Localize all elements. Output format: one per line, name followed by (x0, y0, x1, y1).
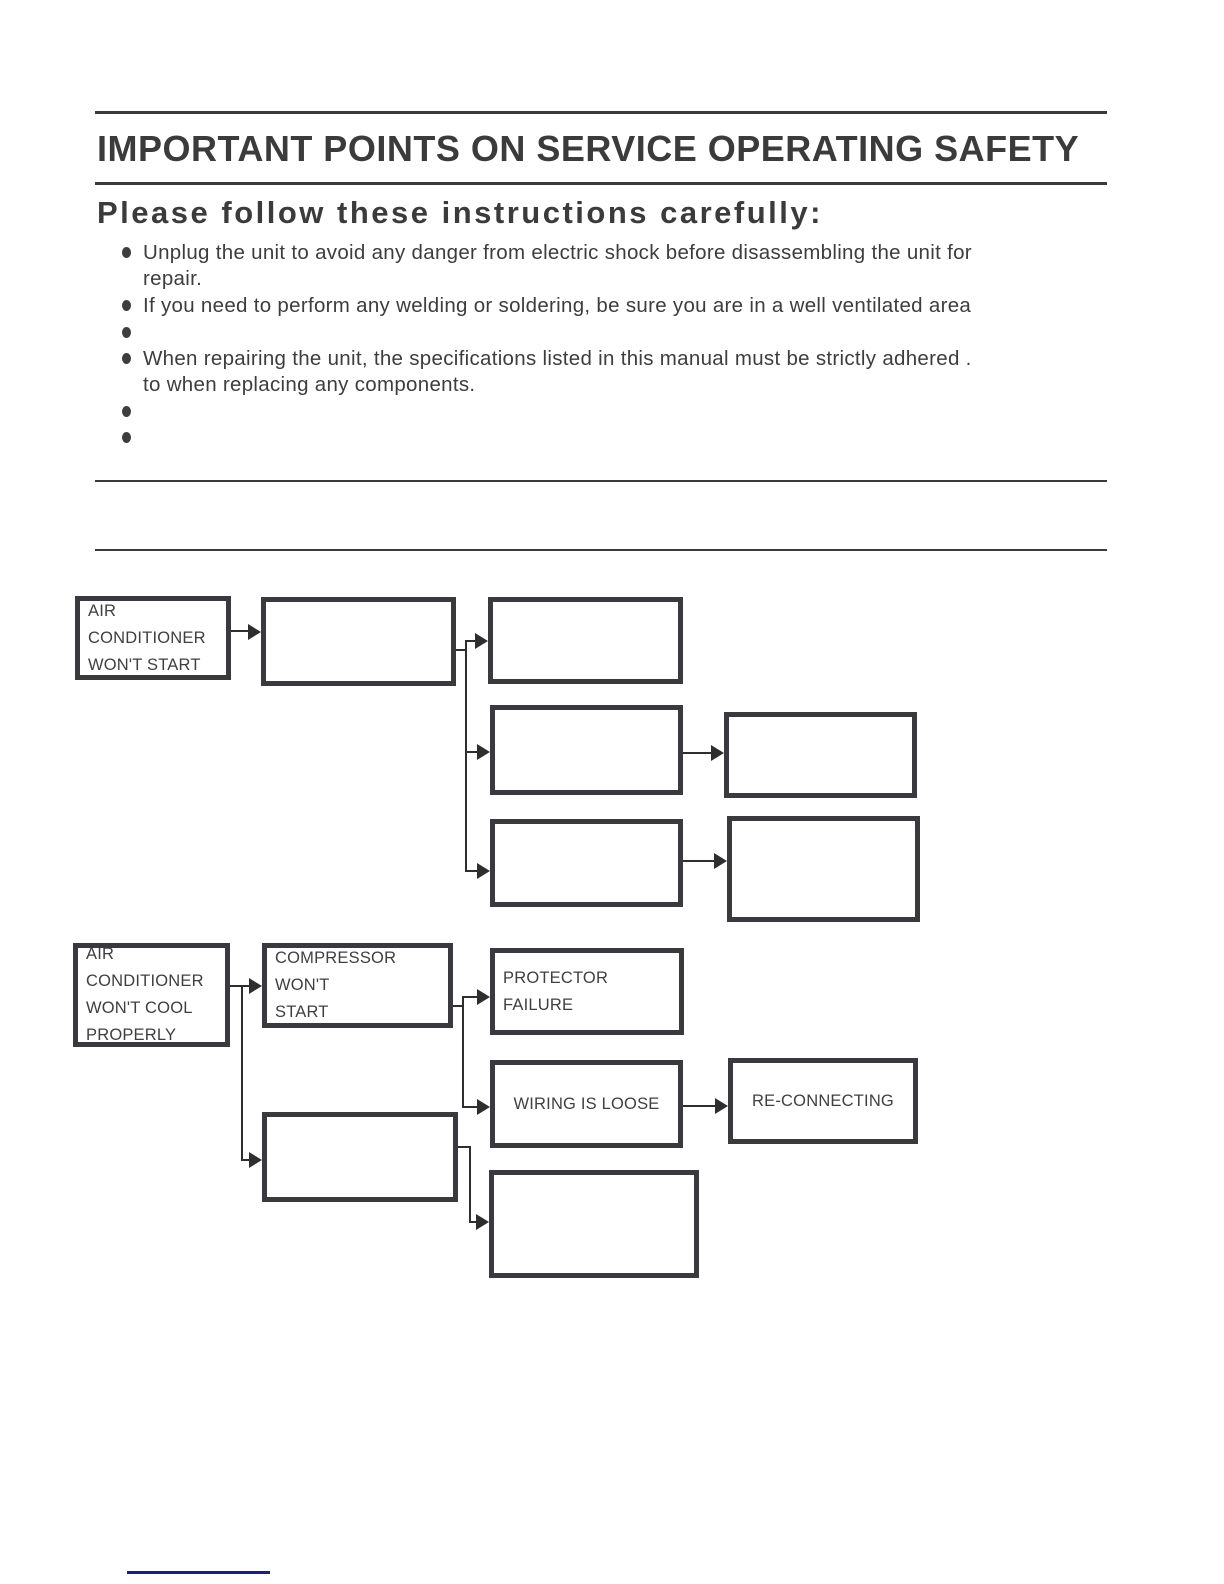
safety-instructions-list: Unplug the unit to avoid any danger from… (122, 240, 1092, 451)
node-protector-failure: PROTECTOR FAILURE (490, 948, 684, 1035)
arrow-right-icon (711, 745, 724, 761)
arrow-right-icon (477, 989, 490, 1005)
connector-line (230, 985, 243, 987)
arrow-right-icon (715, 1098, 728, 1114)
arrow-right-icon (476, 1214, 489, 1230)
bullet-item (122, 425, 1092, 450)
arrow-right-icon (477, 863, 490, 879)
arrow-right-icon (249, 1152, 262, 1168)
connector-line (465, 870, 480, 872)
bullet-dot-icon (122, 353, 131, 364)
page-title: IMPORTANT POINTS ON SERVICE OPERATING SA… (97, 128, 1080, 169)
bullet-dot-icon (122, 406, 131, 417)
bullet-dot-icon (122, 327, 131, 338)
node-compressor-wont-start: COMPRESSOR WON'T START (262, 943, 453, 1028)
divider-line-under-title (95, 182, 1107, 185)
bullet-item: Unplug the unit to avoid any danger from… (122, 240, 1092, 292)
node-label: AIR CONDITIONER WON'T COOL PROPERLY (86, 945, 204, 1044)
connector-line (465, 751, 480, 753)
bullet-item (122, 320, 1092, 345)
node-wiring-is-loose: WIRING IS LOOSE (490, 1060, 683, 1148)
connector-line (683, 1105, 717, 1107)
node-cause-blank-2 (262, 1112, 458, 1202)
node-label: COMPRESSOR WON'T START (275, 949, 397, 1021)
arrow-right-icon (714, 853, 727, 869)
connector-line (231, 630, 250, 632)
arrow-right-icon (248, 624, 261, 640)
connector-line (241, 1159, 251, 1161)
divider-line-mid-1 (95, 480, 1107, 482)
node-ac-wont-start: AIR CONDITIONER WON'T START (75, 596, 231, 680)
node-cause-blank-1 (261, 597, 456, 686)
bullet-dot-icon (122, 247, 131, 258)
connector-line (462, 1106, 479, 1108)
bullet-item: If you need to perform any welding or so… (122, 293, 1092, 319)
node-remedy-blank-1 (724, 712, 917, 798)
node-label: AIR CONDITIONER WON'T START (88, 601, 206, 674)
connector-line (465, 640, 478, 642)
node-remedy-blank-2 (727, 816, 920, 922)
divider-line-top (95, 111, 1107, 114)
connector-line (462, 996, 479, 998)
node-reconnecting: RE-CONNECTING (728, 1058, 918, 1144)
node-sub-blank-3 (490, 819, 683, 907)
arrow-right-icon (249, 978, 262, 994)
connector-line (453, 1005, 464, 1007)
bullet-dot-icon (122, 432, 131, 443)
node-label: WIRING IS LOOSE (513, 1094, 660, 1113)
footer-accent-line (127, 1571, 270, 1574)
connector-line (465, 640, 467, 872)
connector-line (456, 649, 467, 651)
connector-line (469, 1146, 471, 1223)
divider-line-mid-2 (95, 549, 1107, 551)
connector-line (458, 1146, 471, 1148)
connector-line (683, 860, 716, 862)
section-subtitle: Please follow these instructions careful… (97, 195, 823, 230)
node-sub-blank-4 (489, 1170, 699, 1278)
bullet-item: When repairing the unit, the specificati… (122, 346, 1092, 398)
connector-line (241, 985, 243, 1161)
node-ac-wont-cool: AIR CONDITIONER WON'T COOL PROPERLY (73, 943, 230, 1047)
bullet-text: If you need to perform any welding or so… (143, 294, 972, 317)
node-label: RE-CONNECTING (752, 1091, 894, 1110)
arrow-right-icon (475, 633, 488, 649)
connector-line (683, 752, 713, 754)
node-label: PROTECTOR FAILURE (503, 968, 609, 1014)
node-sub-blank-1 (488, 597, 683, 684)
node-sub-blank-2 (490, 705, 683, 795)
bullet-dot-icon (122, 300, 131, 311)
connector-line (469, 1221, 479, 1223)
arrow-right-icon (477, 1099, 490, 1115)
bullet-text: Unplug the unit to avoid any danger from… (143, 241, 972, 290)
bullet-item (122, 399, 1092, 424)
arrow-right-icon (477, 744, 490, 760)
connector-line (462, 996, 464, 1108)
bullet-text: When repairing the unit, the specificati… (143, 347, 972, 396)
connector-line (241, 985, 251, 987)
